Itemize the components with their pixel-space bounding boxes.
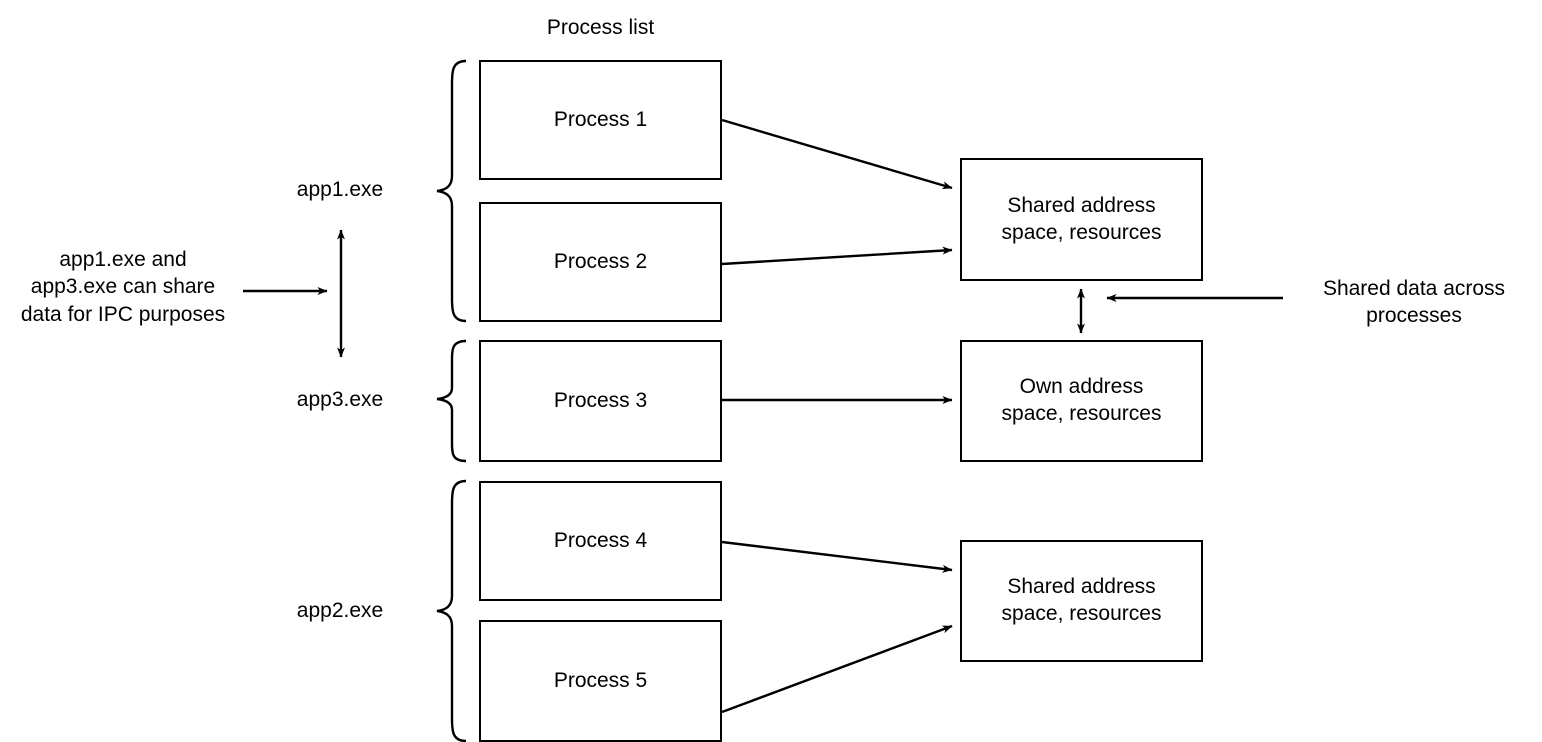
brace-app2 xyxy=(436,479,467,742)
process-box-5-label: Process 5 xyxy=(553,668,648,692)
annotation-ipc-note: app1.exe and app3.exe can share data for… xyxy=(20,248,226,326)
annotation-shared-data: Shared data across processes xyxy=(1322,277,1506,328)
process-box-4[interactable]: Process 4 xyxy=(479,481,722,601)
app-label-app1: app1.exe xyxy=(296,178,384,201)
process-box-3[interactable]: Process 3 xyxy=(479,340,722,462)
connector-process5-shared xyxy=(721,624,953,714)
app-label-app3: app3.exe xyxy=(296,388,384,411)
process-box-2[interactable]: Process 2 xyxy=(479,202,722,322)
brace-app1 xyxy=(436,59,467,323)
connector-process4-shared xyxy=(721,540,953,573)
memory-box-shared-bottom-label: Shared address space, resources xyxy=(1001,575,1162,625)
process-box-4-label: Process 4 xyxy=(553,528,648,552)
memory-box-shared-bottom[interactable]: Shared address space, resources xyxy=(960,540,1203,662)
connector-process2-shared xyxy=(721,246,953,266)
memory-box-own[interactable]: Own address space, resources xyxy=(960,340,1203,462)
process-box-3-label: Process 3 xyxy=(553,388,648,412)
connector-process1-shared xyxy=(721,118,953,190)
memory-box-shared-top-label: Shared address space, resources xyxy=(1001,193,1162,244)
process-box-2-label: Process 2 xyxy=(553,249,648,273)
app-label-app2: app2.exe xyxy=(296,599,384,622)
memory-box-own-label: Own address space, resources xyxy=(1001,375,1162,425)
process-box-5[interactable]: Process 5 xyxy=(479,620,722,742)
process-box-1[interactable]: Process 1 xyxy=(479,60,722,180)
process-box-1-label: Process 1 xyxy=(553,107,648,131)
process-list-title: Process list xyxy=(546,16,655,39)
brace-app3 xyxy=(436,339,467,463)
memory-box-shared-top[interactable]: Shared address space, resources xyxy=(960,158,1203,281)
